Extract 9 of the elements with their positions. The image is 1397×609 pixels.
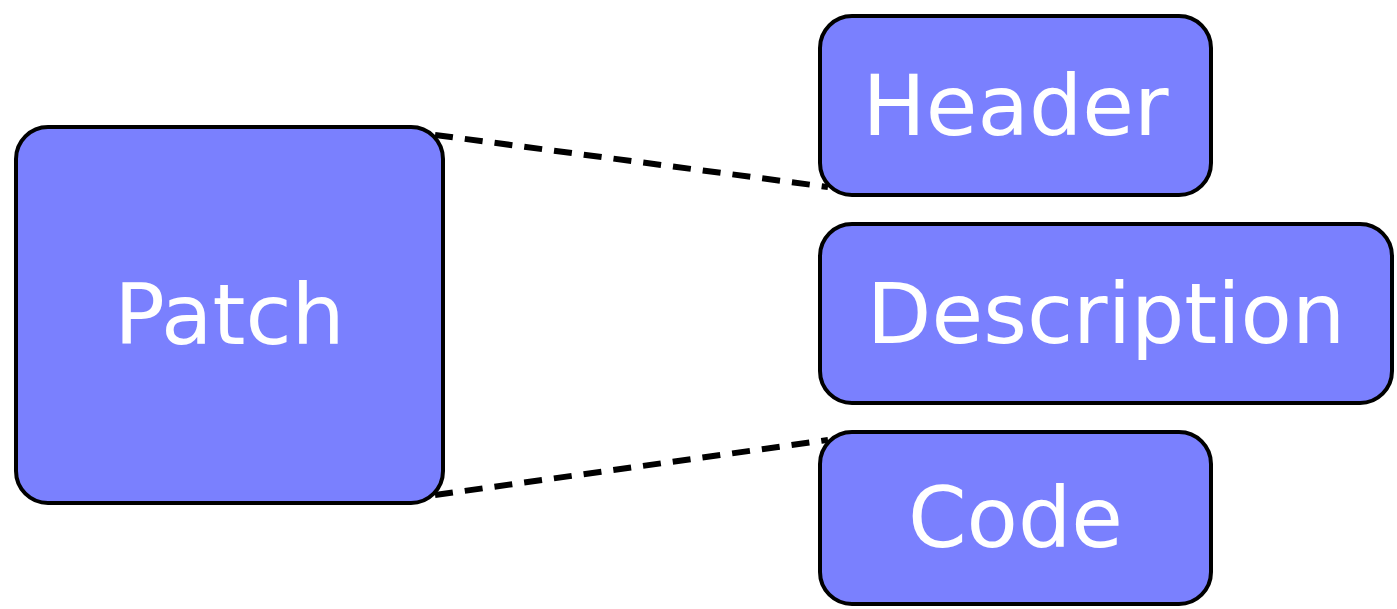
process-box bbox=[818, 222, 1394, 405]
box-label: Code bbox=[907, 476, 1123, 560]
process-box bbox=[818, 430, 1213, 606]
connector-line bbox=[434, 132, 829, 190]
box-label: Patch bbox=[114, 273, 345, 357]
process-box bbox=[14, 125, 445, 505]
box-label: Header bbox=[862, 63, 1169, 148]
connector-line bbox=[434, 437, 829, 498]
process-box bbox=[818, 14, 1213, 197]
